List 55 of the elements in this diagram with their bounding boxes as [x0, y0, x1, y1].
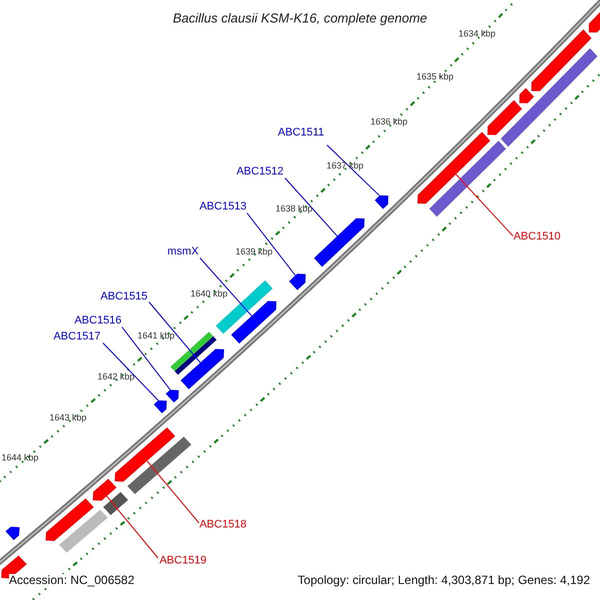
leader-line — [102, 342, 159, 401]
leader-line — [284, 178, 338, 237]
leader-line — [200, 258, 252, 316]
genome-info: Topology: circular; Length: 4,303,871 bp; Genes: 4,192 — [298, 574, 590, 586]
feature-bar — [103, 492, 128, 516]
gene-label: ABC1516 — [74, 316, 122, 326]
gene-label: ABC1513 — [199, 202, 247, 212]
gene-marker — [519, 88, 534, 104]
feature-bar — [127, 436, 192, 494]
position-label: 1634 kbp — [458, 30, 496, 38]
gene-label: msmX — [167, 246, 199, 258]
feature-bar — [59, 510, 108, 553]
gene-marker — [231, 301, 276, 344]
feature-bar — [216, 280, 273, 334]
gene-label: ABC1517 — [53, 332, 101, 342]
gene-marker — [418, 132, 490, 204]
gene-label: ABC1518 — [199, 520, 247, 530]
leader-line — [106, 496, 158, 558]
gene-label: ABC1515 — [100, 292, 148, 302]
title: Bacillus clausii KSM-K16, complete genome — [172, 9, 428, 28]
gene-label: ABC1510 — [513, 232, 561, 242]
position-label: 1638 kbp — [275, 204, 313, 214]
gene-label: ABC1511 — [278, 128, 324, 138]
gene-marker — [488, 100, 522, 135]
gene-marker — [180, 349, 224, 390]
position-label: 1636 kbp — [370, 118, 408, 126]
position-label: 1637 kbp — [326, 162, 364, 170]
position-label: 1640 kbp — [190, 290, 228, 298]
gene-marker — [92, 478, 116, 501]
position-label: 1639 kbp — [235, 248, 273, 256]
position-label: 1642 kbp — [97, 372, 135, 382]
position-label: 1643 kbp — [49, 414, 87, 422]
leader-line — [122, 326, 171, 390]
gene-marker — [166, 390, 179, 402]
position-label: 1644 kbp — [1, 454, 39, 462]
accession-label: Accession: NC_006582 — [9, 574, 134, 586]
gene-marker — [46, 498, 94, 541]
gene-marker — [114, 427, 176, 482]
gene-marker — [289, 274, 306, 290]
gene-label: ABC1512 — [236, 166, 284, 178]
leader-line — [456, 174, 514, 236]
leader-line — [246, 212, 296, 276]
feature-bar — [500, 48, 598, 147]
gene-marker — [531, 29, 592, 92]
position-label: 1635 kbp — [416, 72, 454, 82]
feature-bar — [429, 140, 506, 217]
leader-line — [326, 144, 380, 196]
leader-line — [148, 302, 201, 364]
position-label: 1641 kbp — [137, 332, 175, 340]
gene-marker — [154, 400, 167, 414]
leader-line — [146, 460, 200, 524]
gene-marker — [6, 526, 20, 540]
gene-marker — [314, 218, 364, 267]
gene-label: ABC1519 — [159, 556, 207, 566]
gene-marker — [374, 195, 388, 209]
